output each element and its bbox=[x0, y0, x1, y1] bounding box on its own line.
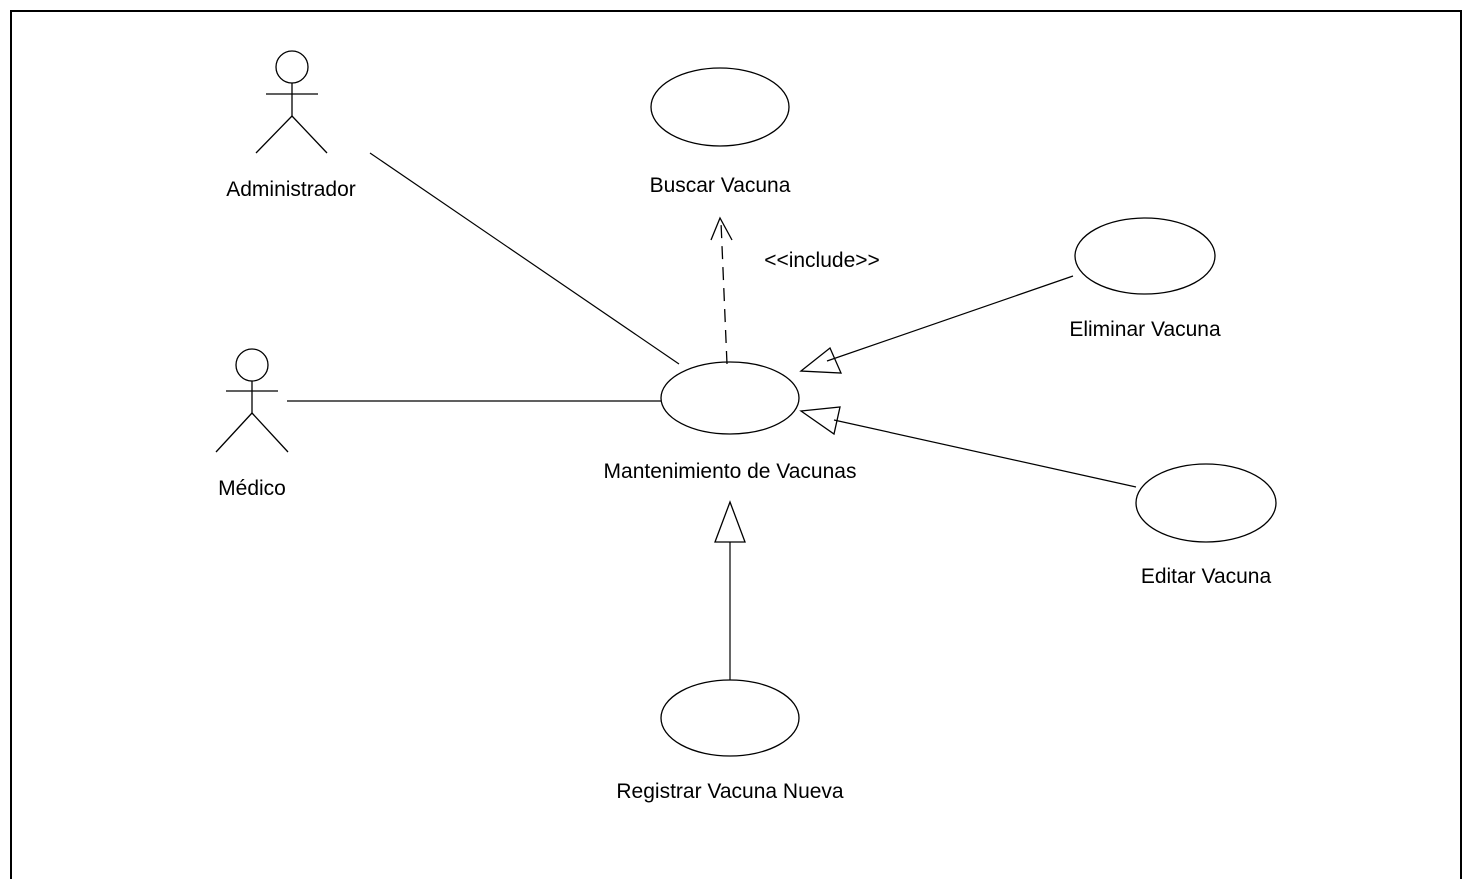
diagram-frame bbox=[10, 10, 1462, 879]
use-case-ellipse bbox=[1074, 217, 1216, 295]
actor-label: Administrador bbox=[226, 178, 356, 201]
use-case-label: Registrar Vacuna Nueva bbox=[616, 780, 844, 803]
use-case-ellipse bbox=[1135, 463, 1277, 543]
stick-figure-icon bbox=[255, 50, 328, 154]
use-case-label: Mantenimiento de Vacunas bbox=[604, 460, 857, 483]
use-case-eliminar-vacuna[interactable]: Eliminar Vacuna bbox=[1069, 217, 1221, 341]
stick-figure-icon bbox=[215, 348, 289, 453]
use-case-ellipse bbox=[660, 679, 800, 757]
actor-label: Médico bbox=[218, 477, 286, 500]
association-administrador-mantenimiento bbox=[369, 152, 680, 365]
use-case-ellipse bbox=[650, 67, 790, 147]
include-dependency: <<include>> bbox=[710, 216, 880, 365]
include-label: <<include>> bbox=[764, 249, 880, 272]
use-case-registrar-vacuna-nueva[interactable]: Registrar Vacuna Nueva bbox=[616, 679, 844, 803]
use-case-label: Eliminar Vacuna bbox=[1069, 318, 1221, 341]
use-case-label: Buscar Vacuna bbox=[650, 174, 791, 197]
actor-administrador[interactable]: Administrador bbox=[226, 50, 356, 201]
use-case-buscar-vacuna[interactable]: Buscar Vacuna bbox=[650, 67, 791, 197]
generalization-registrar-mantenimiento bbox=[714, 500, 746, 680]
use-case-mantenimiento-de-vacunas[interactable]: Mantenimiento de Vacunas bbox=[604, 361, 857, 483]
actor-medico[interactable]: Médico bbox=[215, 348, 289, 500]
generalization-eliminar-mantenimiento bbox=[799, 275, 1074, 374]
generalization-editar-mantenimiento bbox=[799, 406, 1137, 488]
use-case-ellipse bbox=[660, 361, 800, 435]
use-case-editar-vacuna[interactable]: Editar Vacuna bbox=[1135, 463, 1277, 588]
use-case-label: Editar Vacuna bbox=[1141, 565, 1272, 588]
